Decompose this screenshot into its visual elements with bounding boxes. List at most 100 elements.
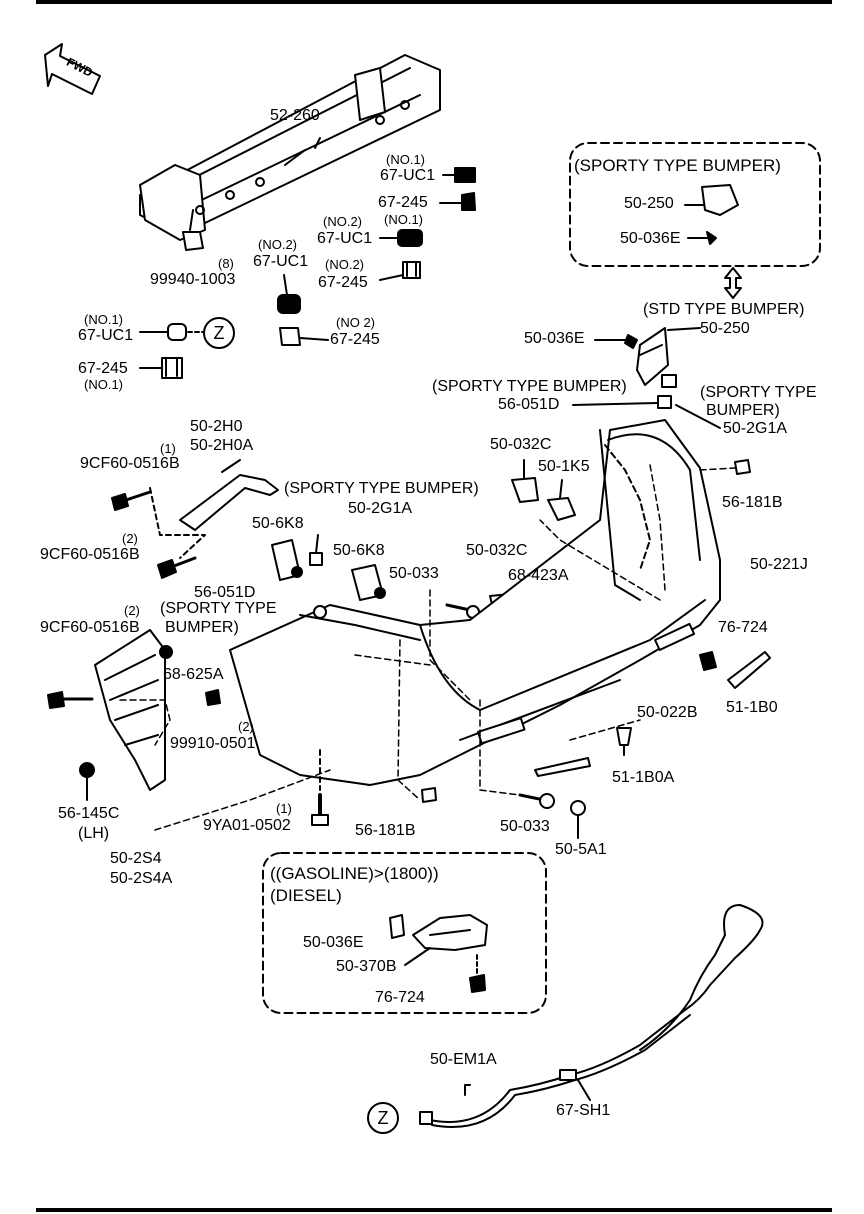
label-q2-c: (2) — [238, 719, 254, 734]
label-67-245-a: 67-245 — [378, 194, 428, 211]
label-50-032c-b: 50-032C — [466, 542, 528, 559]
fwd-arrow-icon: FWD — [44, 43, 101, 95]
label-sporty-a: (SPORTY TYPE BUMPER) — [432, 378, 627, 395]
label-no2-d: (NO.2) — [325, 257, 364, 272]
label-52-260: 52-260 — [270, 107, 320, 124]
engine-box-outline — [262, 852, 547, 1014]
pad-50-2g1a-icon — [572, 374, 721, 429]
label-56-181b-b: 56-181B — [355, 822, 416, 839]
pad-50-2g1a-b-icon — [309, 534, 323, 566]
label-56-181b-a: 56-181B — [722, 494, 783, 511]
label-67-sh1: 67-SH1 — [556, 1102, 611, 1119]
label-50-036e-sporty: 50-036E — [620, 230, 681, 247]
pad-50-036e-std-icon — [594, 334, 638, 349]
label-lh: (LH) — [78, 825, 110, 842]
label-sporty-c: (SPORTY TYPE BUMPER) — [284, 480, 479, 497]
label-51-1b0a: 51-1B0A — [612, 769, 675, 786]
label-50-2s4a: 50-2S4A — [110, 870, 173, 887]
label-50-2s4: 50-2S4 — [110, 850, 162, 867]
bolt-9ya01-icon — [311, 749, 329, 826]
bottom-rule — [36, 1208, 832, 1212]
cap-50-5a1-icon — [570, 800, 586, 839]
nut-99940-icon — [182, 209, 204, 251]
pad-50-036e-sporty-icon — [687, 231, 717, 245]
screw-50-033-b-icon — [518, 793, 555, 809]
label-sporty-b2: BUMPER) — [706, 402, 780, 419]
label-no2-e: (NO 2) — [336, 315, 375, 330]
label-50-221j: 50-221J — [750, 556, 808, 573]
tab-50-6k8-b-icon — [351, 564, 386, 601]
std-type-title: (STD TYPE BUMPER) — [643, 301, 805, 318]
label-sporty-b1: (SPORTY TYPE — [700, 384, 817, 401]
label-50-036e-c: 50-036E — [303, 934, 364, 951]
label-9cf60-a: 9CF60-0516B — [80, 455, 180, 472]
label-q1-b: (1) — [276, 801, 292, 816]
label-50-em1a: 50-EM1A — [430, 1051, 497, 1068]
wiring-harness-67-sh1 — [419, 904, 764, 1128]
label-50-036e-std: 50-036E — [524, 330, 585, 347]
engine-box-line1: ((GASOLINE)>(1800)) — [270, 864, 439, 883]
clip-uc1-f-icon — [139, 323, 205, 341]
label-76-724-b: 76-724 — [375, 989, 425, 1006]
label-sporty-d1: (SPORTY TYPE — [160, 600, 277, 617]
label-50-2h0a: 50-2H0A — [190, 437, 254, 454]
label-50-250-std: 50-250 — [700, 320, 750, 337]
screw-9cf60-b-icon — [157, 556, 197, 579]
label-67-uc1-f: 67-UC1 — [78, 327, 134, 344]
nut-68-625a-icon — [159, 645, 173, 659]
bracket-50-250-sporty-icon — [684, 184, 739, 216]
clip-76-724-a-icon — [699, 651, 717, 671]
label-67-245-e: 67-245 — [330, 331, 380, 348]
tab-50-6k8-a-icon — [271, 539, 303, 581]
label-q1-a: (1) — [160, 441, 176, 456]
label-50-2g1a-b: 50-2G1A — [348, 500, 413, 517]
dashed-leaders — [119, 464, 736, 831]
double-arrow-icon — [724, 267, 742, 299]
label-50-250-sporty: 50-250 — [624, 195, 674, 212]
reflector-51-1b0-icon — [727, 651, 771, 689]
rear-bumper-body — [229, 419, 721, 786]
ref-z-circle-upper: Z — [203, 317, 235, 349]
clip-245-e-icon — [279, 327, 329, 346]
clip-50-032c-a-icon — [511, 459, 539, 503]
label-56-051d-b: 56-051D — [194, 584, 256, 601]
sporty-box-title: (SPORTY TYPE BUMPER) — [574, 156, 781, 175]
pad-56-181b-a-icon — [734, 459, 751, 475]
label-no2-b: (NO.2) — [323, 214, 362, 229]
label-50-1k5: 50-1K5 — [538, 458, 590, 475]
label-50-6k8-b: 50-6K8 — [333, 542, 385, 559]
bracket-50-250-std-icon — [636, 327, 701, 386]
label-no1-f: (NO.1) — [84, 312, 123, 327]
reflector-51-1b0a-icon — [534, 757, 591, 777]
label-q2-b: (2) — [124, 603, 140, 618]
label-q2-a: (2) — [122, 531, 138, 546]
label-99940-1003: 99940-1003 — [150, 271, 236, 288]
label-67-uc1-a: 67-UC1 — [380, 167, 436, 184]
label-50-5a1: 50-5A1 — [555, 841, 607, 858]
label-sporty-d2: BUMPER) — [165, 619, 239, 636]
pin-50-022b-icon — [616, 727, 632, 756]
label-67-uc1-c: 67-UC1 — [253, 253, 309, 270]
label-no1-b: (NO.1) — [384, 212, 423, 227]
label-9cf60-b: 9CF60-0516B — [40, 546, 140, 563]
label-no1-g: (NO.1) — [84, 377, 123, 392]
label-51-1b0: 51-1B0 — [726, 699, 778, 716]
clip-76-724-b-icon — [469, 954, 486, 993]
bumper-reinforcement-beam — [139, 54, 441, 241]
label-67-uc1-b: 67-UC1 — [317, 230, 373, 247]
label-67-245-d: 67-245 — [318, 274, 368, 291]
label-68-625a: 68-625A — [163, 666, 224, 683]
label-50-033-a: 50-033 — [389, 565, 439, 582]
clip-245-d-icon — [379, 261, 421, 281]
label-76-724-a: 76-724 — [718, 619, 768, 636]
label-50-6k8-a: 50-6K8 — [252, 515, 304, 532]
clip-56-145c-icon — [79, 762, 95, 801]
nut-99910-icon — [205, 689, 221, 706]
clip-50-1k5-icon — [547, 479, 576, 521]
label-9cf60-c: 9CF60-0516B — [40, 619, 140, 636]
label-no2-c: (NO.2) — [258, 237, 297, 252]
screw-9cf60-a-icon — [111, 487, 206, 559]
clip-245-a-icon — [439, 192, 476, 211]
label-56-051d-a: 56-051D — [498, 396, 560, 413]
